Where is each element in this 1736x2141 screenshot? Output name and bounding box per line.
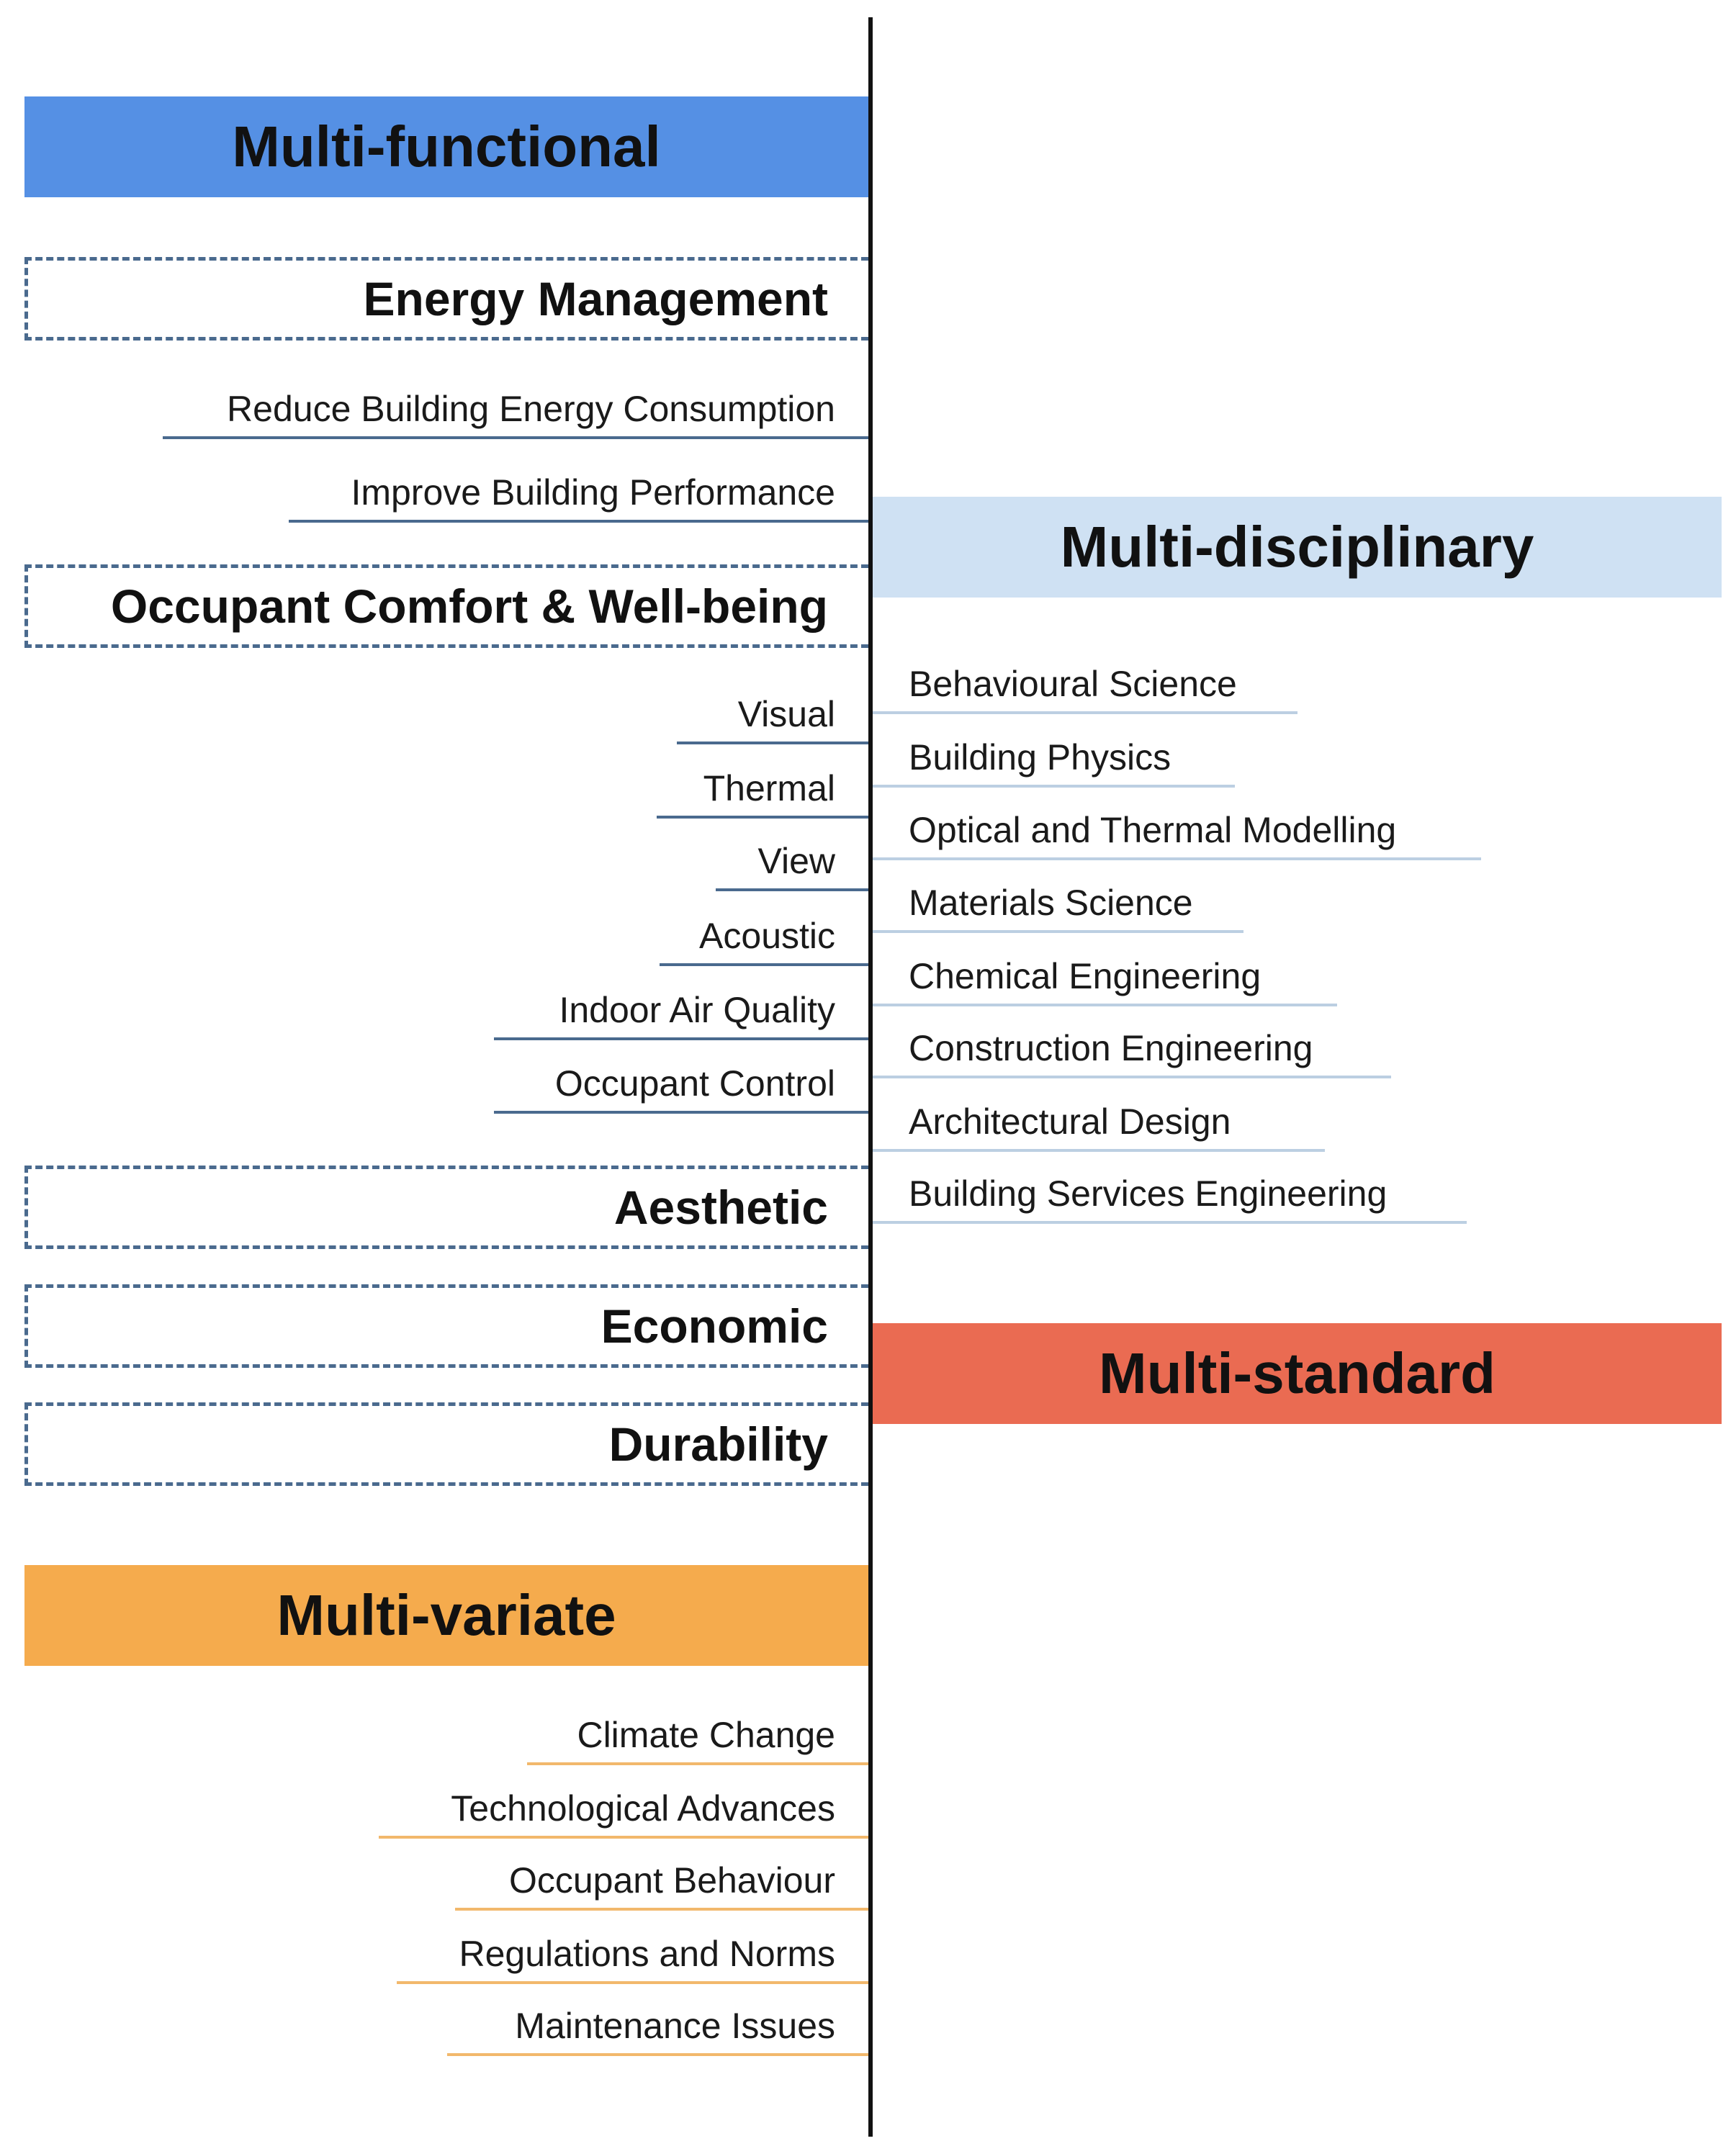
discipline-item: Construction Engineering [873, 1021, 1391, 1078]
energy-management-group: Energy Management [24, 257, 868, 341]
aesthetic-group: Aesthetic [24, 1166, 868, 1249]
multi-standard-banner: Multi-standard [873, 1323, 1722, 1424]
variate-item: Maintenance Issues [447, 1998, 868, 2056]
discipline-item: Materials Science [873, 875, 1243, 933]
discipline-item: Architectural Design [873, 1094, 1325, 1152]
economic-group: Economic [24, 1284, 868, 1368]
central-axis-line [868, 17, 873, 2137]
multi-variate-banner: Multi-variate [24, 1565, 868, 1666]
comfort-item: Acoustic [660, 909, 868, 966]
multi-disciplinary-banner: Multi-disciplinary [873, 497, 1722, 598]
variate-item: Occupant Behaviour [455, 1853, 868, 1911]
variate-item: Technological Advances [379, 1781, 868, 1839]
discipline-item: Building Services Engineering [873, 1166, 1467, 1224]
variate-item: Regulations and Norms [397, 1926, 868, 1984]
comfort-item: View [716, 834, 868, 891]
durability-group: Durability [24, 1402, 868, 1486]
occupant-comfort-title: Occupant Comfort & Well-being [110, 580, 828, 633]
comfort-item: Visual [677, 687, 868, 744]
multi-functional-banner: Multi-functional [24, 96, 868, 197]
discipline-item: Behavioural Science [873, 657, 1297, 714]
durability-title: Durability [608, 1417, 828, 1471]
aesthetic-title: Aesthetic [613, 1181, 828, 1234]
comfort-item: Indoor Air Quality [494, 983, 868, 1040]
discipline-item: Optical and Thermal Modelling [873, 803, 1481, 860]
energy-item: Improve Building Performance [289, 465, 868, 523]
discipline-item: Chemical Engineering [873, 949, 1337, 1006]
economic-title: Economic [601, 1299, 828, 1353]
discipline-item: Building Physics [873, 730, 1235, 788]
variate-item: Climate Change [527, 1708, 868, 1765]
multi-variate-title: Multi-variate [276, 1583, 616, 1647]
multi-functional-title: Multi-functional [232, 114, 661, 179]
energy-management-title: Energy Management [363, 272, 829, 325]
occupant-comfort-group: Occupant Comfort & Well-being [24, 564, 868, 648]
energy-item: Reduce Building Energy Consumption [163, 382, 868, 439]
multi-standard-title: Multi-standard [1098, 1341, 1496, 1405]
multi-disciplinary-title: Multi-disciplinary [1060, 515, 1534, 579]
comfort-item: Occupant Control [494, 1056, 868, 1114]
comfort-item: Thermal [657, 761, 868, 819]
